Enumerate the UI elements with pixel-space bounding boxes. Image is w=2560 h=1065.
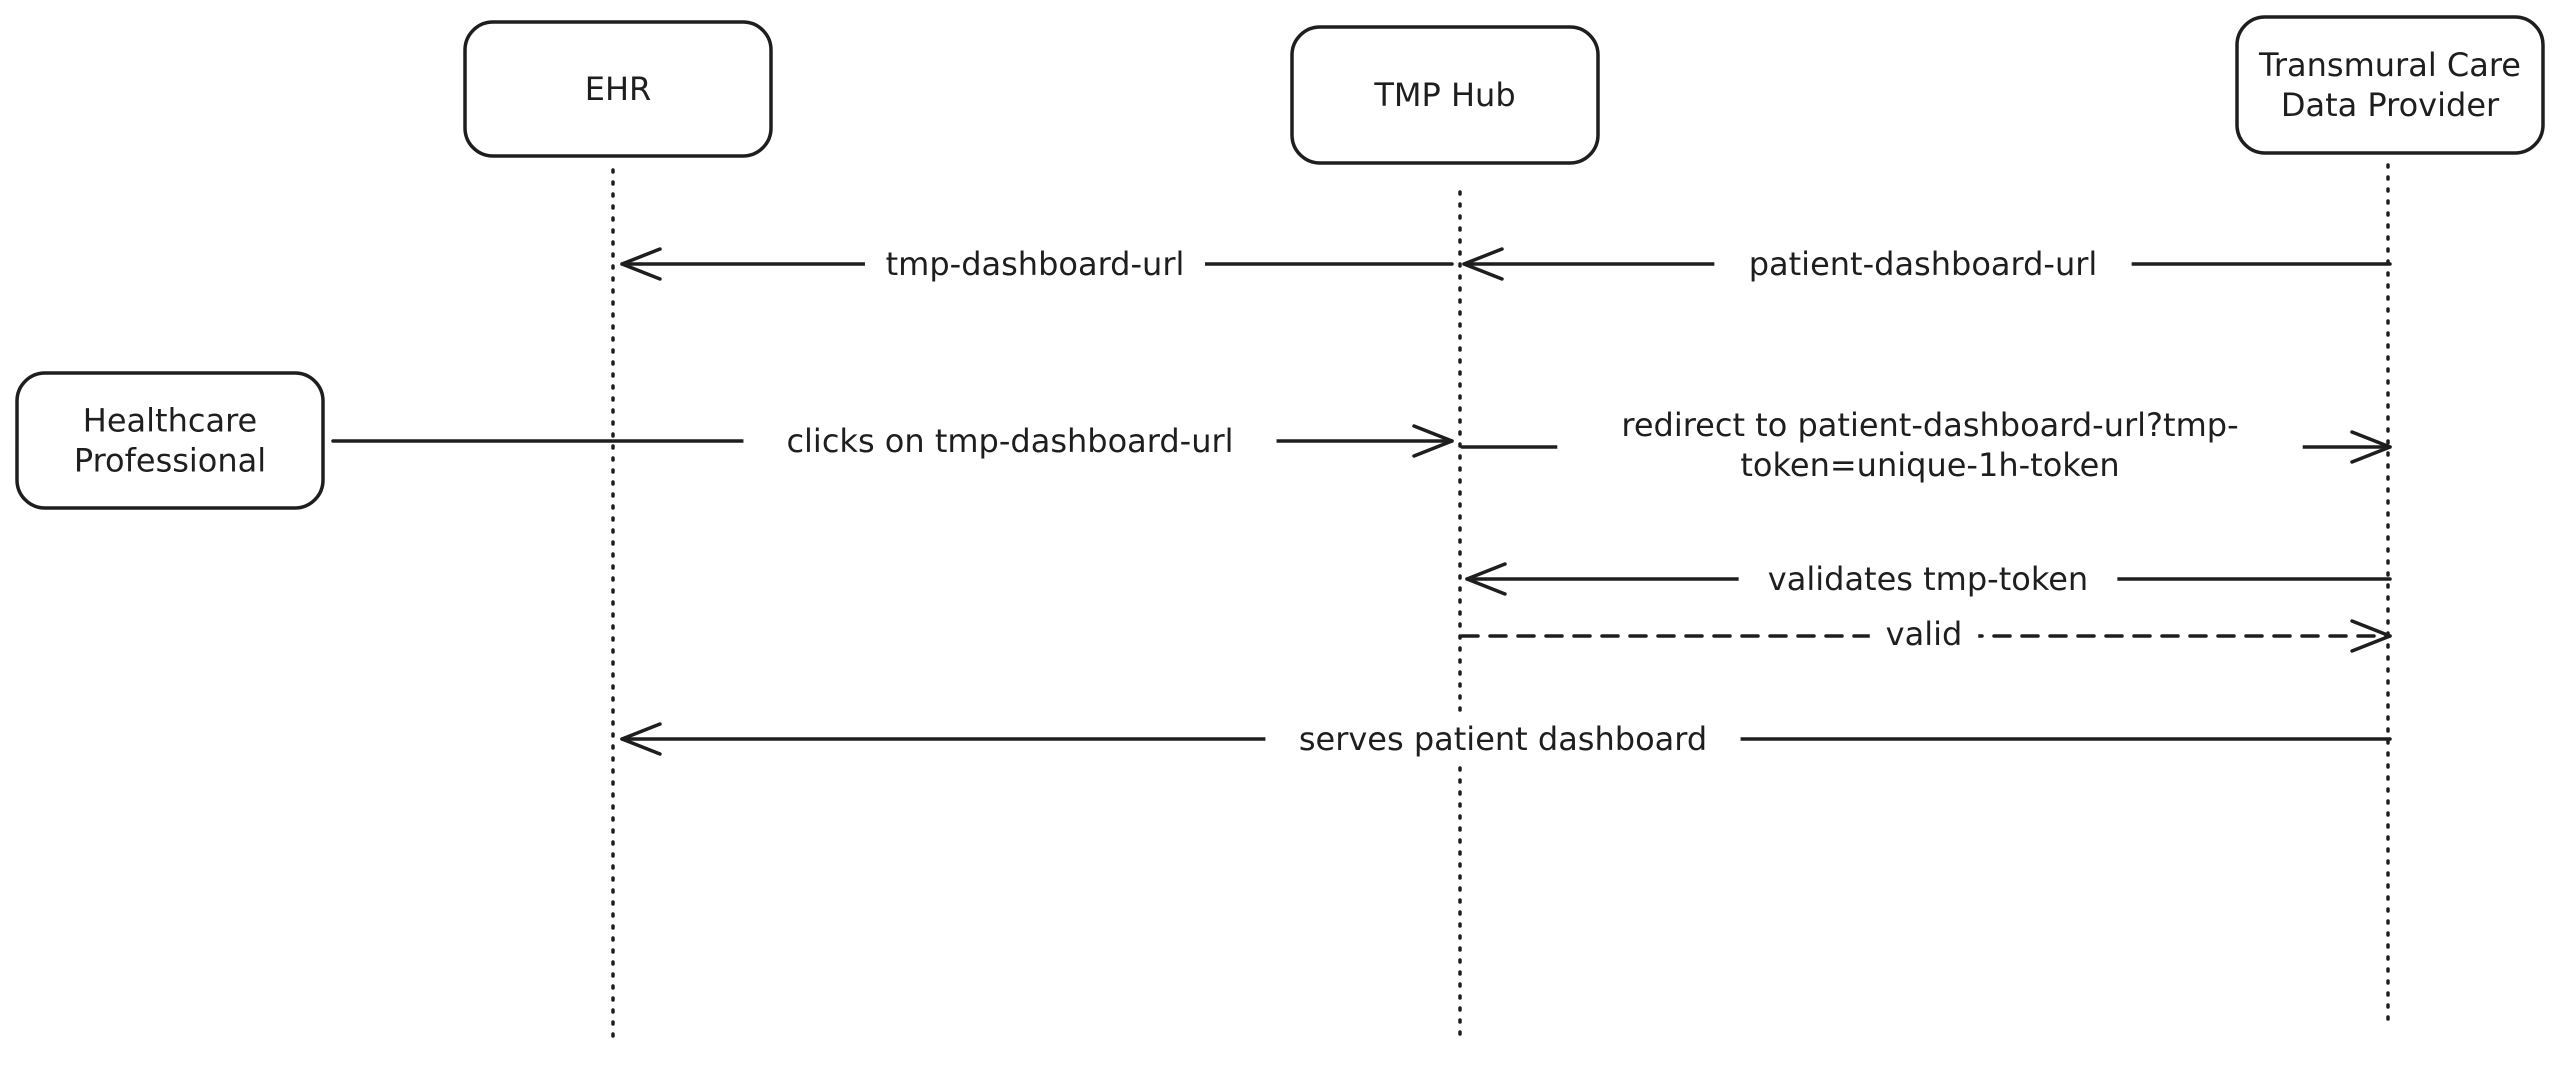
arrowhead-icon: [620, 722, 662, 756]
message-label-bg: [1869, 613, 1979, 655]
actor-box-tmp-hub: [1290, 25, 1600, 165]
message-5: validates tmp-token: [1465, 558, 2392, 600]
arrowhead-icon: [1462, 247, 1504, 281]
arrowhead-icon: [2350, 430, 2392, 464]
message-7: serves patient dashboard: [620, 718, 2392, 760]
actor-box-provider: [2235, 15, 2545, 155]
arrowhead-icon: [1412, 424, 1454, 458]
message-2: patient-dashboard-url: [1462, 243, 2392, 285]
message-label: patient-dashboard-url: [1749, 245, 2098, 283]
arrowhead-icon: [2350, 619, 2392, 653]
message-label-bg: [1265, 718, 1741, 760]
lifelines: [611, 163, 2390, 1047]
message-3: clicks on tmp-dashboard-url: [331, 420, 1454, 462]
message-label-bg: [864, 243, 1206, 285]
arrowhead-icon: [1465, 562, 1507, 596]
actor-label-tmp-hub: TMP Hub: [1373, 76, 1515, 114]
message-label: token=unique-1h-token: [1740, 446, 2119, 484]
actor-tmp-hub: TMP Hub: [1290, 25, 1600, 165]
message-label: serves patient dashboard: [1299, 720, 1707, 758]
actor-ehr: EHR: [463, 20, 773, 158]
message-label: tmp-dashboard-url: [886, 245, 1185, 283]
messages: tmp-dashboard-url patient-dashboard-url cl…: [331, 243, 2392, 760]
message-6: valid: [1460, 613, 2392, 655]
message-label-bg: [743, 420, 1277, 462]
message-4: redirect to patient-dashboard-url?tmp-to…: [1460, 404, 2392, 486]
actor-label-ehr: EHR: [585, 70, 652, 108]
actor-label-provider: Transmural Care: [2258, 46, 2521, 84]
message-label: redirect to patient-dashboard-url?tmp-: [1621, 406, 2238, 444]
actor-box-ehr: [463, 20, 773, 158]
message-label: clicks on tmp-dashboard-url: [786, 422, 1233, 460]
message-label: valid: [1886, 615, 1963, 653]
message-label-bg: [1714, 243, 2132, 285]
message-1: tmp-dashboard-url: [620, 243, 1454, 285]
actor-label-hcp: Healthcare: [83, 402, 257, 440]
message-label: validates tmp-token: [1768, 560, 2088, 598]
actor-box-hcp: [15, 371, 325, 510]
actor-label-hcp: Professional: [74, 442, 266, 480]
actor-label-provider: Data Provider: [2281, 86, 2500, 124]
message-label-bg: [1738, 558, 2118, 600]
message-label-bg: [1557, 404, 2303, 486]
arrowhead-icon: [620, 247, 662, 281]
